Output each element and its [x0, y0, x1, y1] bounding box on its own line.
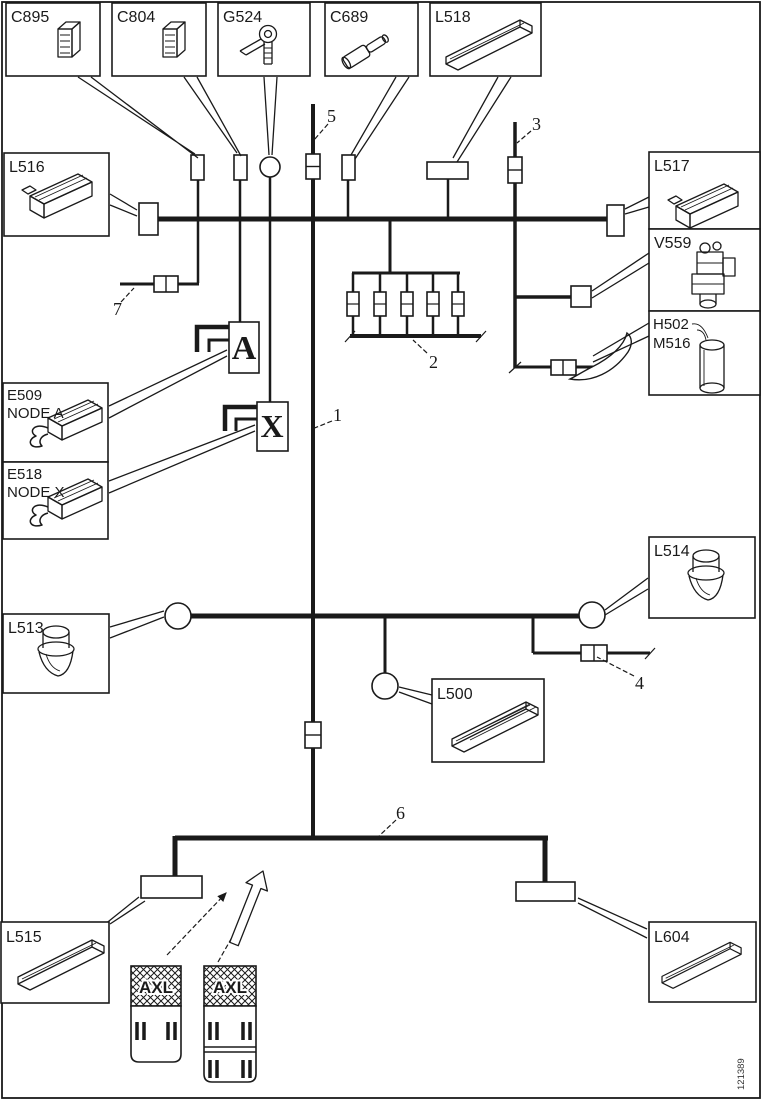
bullet-connector-icon [341, 34, 389, 70]
callout-box-v559: V559 [648, 228, 761, 312]
callout-label-g524: G524 [223, 9, 262, 26]
callout-label-c689: C689 [330, 9, 368, 26]
connector-l516 [138, 202, 159, 236]
node-a-letter: A [232, 330, 257, 367]
callout-box-c804: C804 [111, 2, 207, 77]
callout-box-l517: L517 [648, 151, 761, 230]
connector-l517 [606, 204, 625, 237]
curved-arrow-h502 [567, 331, 632, 381]
callout-box-e509: E509 NODE A [2, 382, 109, 463]
callout-box-l514: L514 [648, 536, 756, 619]
leader-c804 [183, 76, 242, 157]
axle-label: AXL [139, 978, 173, 997]
axle-variant-arrow-hollow [229, 870, 269, 947]
callout-leaders [77, 76, 650, 939]
callout-label-l518: L518 [435, 9, 471, 26]
leader-h502 [592, 322, 650, 363]
callout-label-v559: V559 [654, 235, 691, 252]
callout-label-l514: L514 [654, 543, 690, 560]
callout-box-c689: C689 [324, 2, 419, 77]
node-a-symbol: A [194, 321, 260, 374]
callout-box-l500: L500 [431, 678, 545, 763]
connector-l515 [140, 875, 203, 899]
callout-box-l518: L518 [429, 2, 542, 77]
socket-l514 [578, 601, 606, 629]
leader-g524 [263, 76, 278, 156]
socket-l500 [371, 672, 399, 700]
callout-box-c895: C895 [5, 2, 101, 77]
callout-label-l516: L516 [9, 159, 45, 176]
callout-box-l513: L513 [2, 613, 110, 694]
callout-box-g524: G524 [217, 2, 311, 77]
leader-e509 [108, 349, 228, 419]
callout-label-e509: E509 [7, 387, 42, 404]
node-x-symbol: X [222, 401, 289, 452]
callout-label-l604: L604 [654, 929, 690, 946]
connector-c895 [190, 154, 205, 181]
wire-label-2: 2 [429, 352, 438, 372]
leader-l517 [624, 196, 650, 215]
leader-l500 [398, 686, 433, 705]
callout-box-e518: E518 NODE X [2, 461, 109, 540]
wire-label-5: 5 [327, 106, 336, 126]
multi-connector-block [344, 219, 487, 343]
callout-label-c895: C895 [11, 9, 49, 26]
leader-l516 [109, 193, 138, 217]
callout-box-h502-m516: H502 M516 [648, 310, 761, 396]
callout-label-c804: C804 [117, 9, 155, 26]
callout-label-l517: L517 [654, 158, 690, 175]
wire-label-6: 6 [396, 803, 405, 823]
axle-icon-4x2: AXL [130, 965, 182, 1063]
connector-c689 [341, 154, 356, 181]
ring-terminal-icon [239, 24, 278, 65]
callout-label-l515: L515 [6, 929, 42, 946]
callout-box-l516: L516 [3, 152, 110, 237]
horn-cylinder-icon [691, 323, 725, 394]
callout-label-e518: E518 [7, 466, 42, 483]
lamp-strip-hatch [461, 703, 537, 741]
callout-label-l513: L513 [8, 620, 44, 637]
wire-label-3: 3 [532, 114, 541, 134]
leader-l518 [452, 76, 512, 163]
connector-l604 [515, 881, 576, 902]
harness-wiring [120, 104, 656, 902]
node-x-letter: X [260, 408, 283, 444]
leader-l604 [577, 897, 648, 939]
callout-label-l500: L500 [437, 686, 473, 703]
connector-c804 [233, 154, 248, 181]
callout-box-l604: L604 [648, 921, 757, 1003]
figure-number-watermark: 121389 [736, 1058, 747, 1090]
wire-label-4: 4 [635, 673, 644, 693]
wire-number-labels: 5 3 1 2 7 4 6 [113, 106, 644, 837]
wire-label-1: 1 [333, 405, 342, 425]
axle-variant-arrow-thin [166, 892, 227, 956]
leader-c689 [350, 76, 410, 160]
callout-label-node-a: NODE A [7, 405, 64, 422]
callout-label-m516: M516 [653, 335, 691, 352]
callout-label-h502: H502 [653, 316, 689, 333]
leader-l514 [604, 577, 649, 616]
leader-c895 [77, 76, 199, 159]
leader-l513 [109, 610, 165, 639]
callout-label-node-x: NODE X [7, 484, 65, 501]
leader-e518 [108, 424, 256, 494]
connector-v559 [570, 285, 592, 308]
wire-label-7: 7 [113, 299, 122, 319]
callout-box-l515: L515 [0, 921, 110, 1004]
leader-v559 [591, 252, 650, 299]
valve-assembly-icon [691, 241, 736, 309]
socket-l513 [164, 602, 192, 630]
axle-icon-6x2: AXL [203, 965, 257, 1083]
ground-point-g524 [259, 156, 281, 178]
connector-l518 [426, 161, 469, 180]
axle-label: AXL [213, 978, 247, 997]
